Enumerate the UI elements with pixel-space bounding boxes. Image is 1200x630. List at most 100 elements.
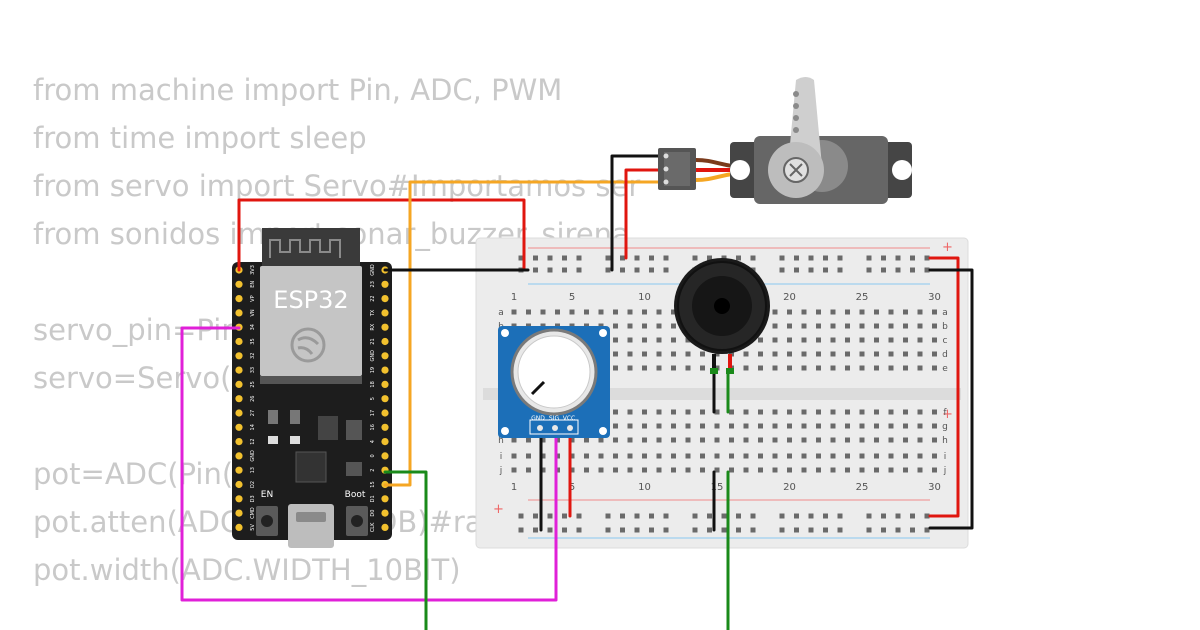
esp32-pin[interactable]: [235, 295, 243, 303]
pot-pin-label: GND: [531, 415, 545, 422]
wire-red-servo-power: [624, 168, 660, 260]
esp32-pin-label: D2: [250, 481, 256, 488]
code-line: servo_pin=Pin: [33, 313, 240, 347]
esp32-pin[interactable]: [235, 509, 243, 517]
pot-pin-label: VCC: [563, 415, 575, 422]
esp32-pin[interactable]: [235, 309, 243, 317]
esp32-pin-label: D1: [370, 495, 376, 502]
esp32-pin[interactable]: [381, 395, 389, 403]
esp32-pin[interactable]: [381, 295, 389, 303]
esp32-pin[interactable]: [381, 495, 389, 503]
esp32-pin-label: 5: [370, 397, 376, 400]
esp32-pin-label: 18: [370, 381, 376, 387]
wire-orange-servo-signal: [383, 180, 660, 487]
esp32-pin[interactable]: [235, 395, 243, 403]
esp32-pin-label: 19: [370, 367, 376, 373]
row-letter: a: [942, 308, 948, 318]
esp32-pin[interactable]: [235, 366, 243, 374]
row-letter: b: [942, 322, 948, 332]
esp32-pin[interactable]: [235, 523, 243, 532]
esp32-pin[interactable]: [381, 323, 389, 331]
esp32-pin[interactable]: [235, 438, 243, 446]
esp32-pin[interactable]: [381, 380, 389, 388]
esp32-pin[interactable]: [235, 480, 243, 489]
potentiometer-icon[interactable]: GND SIG VCC: [498, 326, 610, 438]
rail-plus-label: +: [493, 502, 504, 517]
row-letter: h: [942, 436, 948, 446]
esp32-pin-label: GND: [250, 450, 256, 462]
esp32-pin[interactable]: [381, 352, 389, 360]
esp32-pin[interactable]: [381, 423, 389, 431]
esp32-pin[interactable]: [235, 423, 243, 431]
esp32-pin[interactable]: [381, 438, 389, 446]
en-button[interactable]: [256, 506, 278, 536]
esp32-pin[interactable]: [381, 366, 389, 374]
wire-black-rail-jumper: [928, 268, 974, 530]
esp32-pin[interactable]: [381, 309, 389, 317]
esp32-pin[interactable]: [235, 337, 243, 346]
esp32-pin-label: 35: [250, 338, 256, 344]
wire-black-servo-gnd: [610, 154, 660, 272]
esp32-devkit[interactable]: ESP32 EN Boot: [232, 228, 392, 548]
esp32-pin-label: 22: [370, 295, 376, 301]
esp32-label: ESP32: [273, 286, 348, 314]
wires: [180, 154, 974, 630]
row-letter: f: [943, 408, 947, 418]
esp32-pin-label: 5V: [250, 524, 256, 531]
wire-magenta-pot-signal: [180, 326, 558, 602]
boot-button[interactable]: [346, 506, 368, 536]
esp32-pin[interactable]: [381, 337, 389, 346]
code-line: from machine import Pin, ADC, PWM: [33, 73, 563, 107]
esp32-pin-label: 21: [370, 338, 376, 344]
code-line: servo=Servo(s: [33, 361, 247, 395]
row-letter: c: [943, 336, 948, 346]
column-number: 5: [569, 482, 575, 493]
wire-red-3v3: [237, 198, 526, 272]
column-number: 1: [511, 292, 517, 303]
esp32-pin[interactable]: [235, 380, 243, 388]
esp32-pin[interactable]: [381, 280, 389, 288]
rail-plus-label: +: [942, 240, 953, 255]
esp32-pin-label: GND: [370, 264, 376, 276]
row-letter: h: [498, 436, 504, 446]
servo-motor-icon[interactable]: [658, 77, 912, 204]
row-letter: g: [942, 422, 948, 432]
column-number: 5: [569, 292, 575, 303]
esp32-pin[interactable]: [235, 452, 243, 460]
esp32-pin[interactable]: [235, 280, 243, 288]
esp32-pin[interactable]: [235, 466, 243, 474]
pot-pin-label: SIG: [549, 415, 560, 422]
column-number: 10: [638, 482, 651, 493]
row-letter: j: [499, 466, 503, 476]
breadboard-holes: [511, 255, 937, 533]
esp32-pin-label: VN: [250, 309, 256, 316]
esp32-pin-label: 23: [370, 281, 376, 287]
row-letter: i: [500, 452, 503, 462]
esp32-pin-label: 3V3: [250, 265, 256, 275]
boot-label: Boot: [345, 490, 366, 500]
esp32-pin-label: 27: [250, 410, 256, 416]
en-label: EN: [261, 490, 273, 500]
esp32-pin[interactable]: [381, 452, 389, 460]
esp32-pin-label: EN: [250, 281, 256, 288]
esp32-pin[interactable]: [235, 352, 243, 360]
esp32-pin[interactable]: [381, 409, 389, 417]
row-letter: j: [943, 466, 947, 476]
esp32-pin-label: 13: [250, 467, 256, 473]
column-number: 25: [856, 292, 869, 303]
esp32-pin[interactable]: [381, 509, 389, 517]
buzzer-icon[interactable]: [674, 258, 770, 374]
code-line: from servo import Servo#Importamos ser: [33, 169, 641, 203]
esp32-pin[interactable]: [235, 409, 243, 417]
esp32-pin[interactable]: [235, 495, 243, 503]
column-number: 20: [783, 292, 796, 303]
row-letter: a: [498, 308, 504, 318]
esp32-pin-label: 14: [250, 424, 256, 430]
code-line: from time import sleep: [33, 121, 367, 155]
esp32-pin-label: 26: [250, 396, 256, 402]
rail-plus-label: +: [942, 407, 953, 422]
column-number: 30: [928, 482, 941, 493]
esp32-pin[interactable]: [381, 523, 389, 532]
